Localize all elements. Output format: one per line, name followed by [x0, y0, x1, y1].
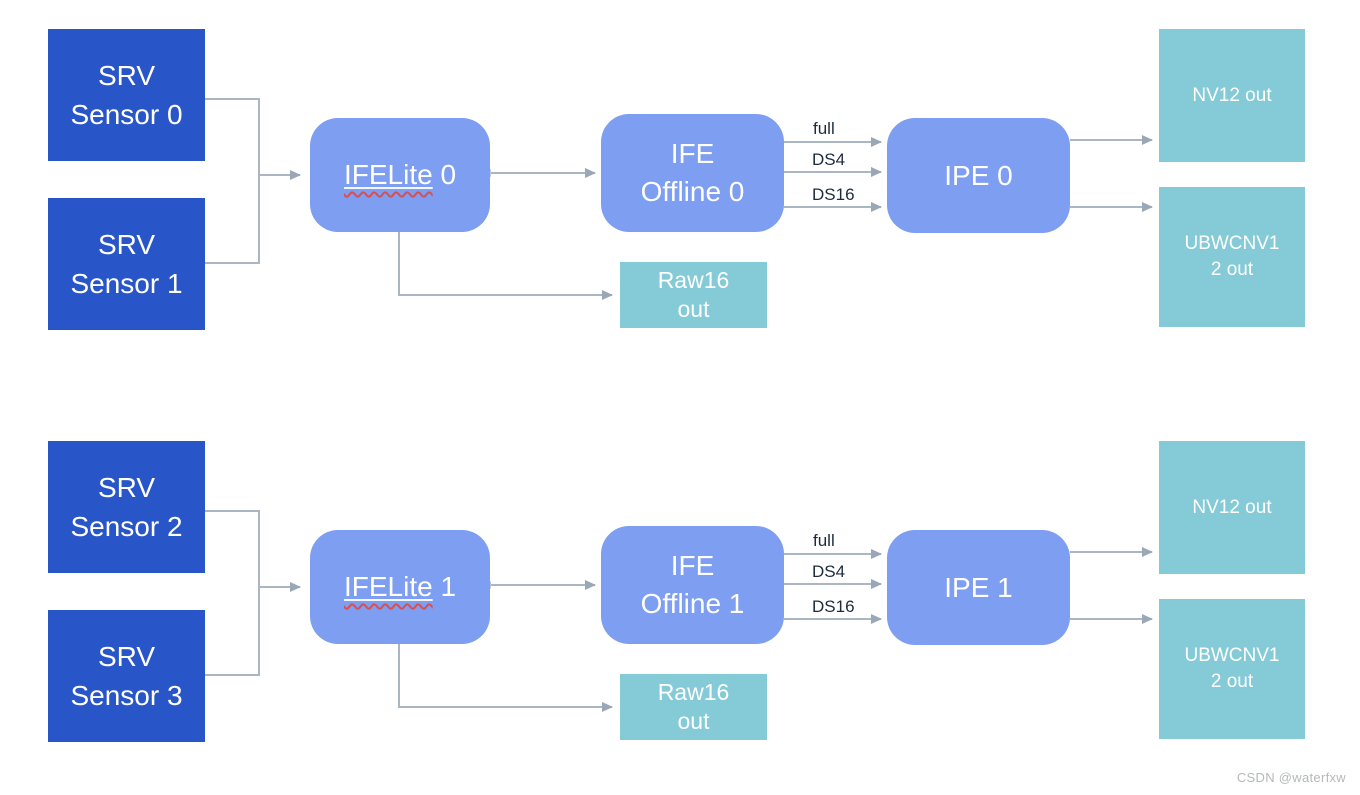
node-raw16-out-1: Raw16 out: [620, 674, 767, 740]
pipeline-1: SRV Sensor 2 SRV Sensor 3 IFELite 1 IFE …: [0, 412, 1360, 795]
edge-label-ds4: DS4: [812, 562, 846, 581]
node-raw16-out-0: Raw16 out: [620, 262, 767, 328]
edge-label-full: full: [813, 119, 835, 138]
edge-label-ds16: DS16: [812, 597, 855, 616]
node-ifelite-1: IFELite 1: [310, 530, 490, 644]
node-srv-sensor-1: SRV Sensor 1: [48, 198, 205, 330]
node-ife-offline-1: IFE Offline 1: [601, 526, 784, 644]
edge-label-full: full: [813, 531, 835, 550]
ifelite-1-number: 1: [432, 571, 457, 602]
node-srv-sensor-2: SRV Sensor 2: [48, 441, 205, 573]
ifelite-0-number: 0: [432, 159, 457, 190]
node-nv12-out-0: NV12 out: [1159, 29, 1305, 162]
node-srv-sensor-3: SRV Sensor 3: [48, 610, 205, 742]
node-ipe-0: IPE 0: [887, 118, 1070, 233]
edge-label-ds16: DS16: [812, 185, 855, 204]
edge-label-ds4: DS4: [812, 150, 846, 169]
node-ifelite-0: IFELite 0: [310, 118, 490, 232]
node-ipe-1: IPE 1: [887, 530, 1070, 645]
node-ubwcnv12-out-1: UBWCNV1 2 out: [1159, 599, 1305, 739]
ifelite-0-underlined-text: IFELite: [343, 159, 433, 190]
node-srv-sensor-0: SRV Sensor 0: [48, 29, 205, 161]
ifelite-1-underlined-text: IFELite: [343, 571, 433, 602]
node-ife-offline-0: IFE Offline 0: [601, 114, 784, 232]
node-nv12-out-1: NV12 out: [1159, 441, 1305, 574]
watermark: CSDN @waterfxw: [1236, 770, 1346, 785]
node-ubwcnv12-out-0: UBWCNV1 2 out: [1159, 187, 1305, 327]
pipeline-0: SRV Sensor 0 SRV Sensor 1 IFELite 0 IFE …: [0, 0, 1360, 383]
